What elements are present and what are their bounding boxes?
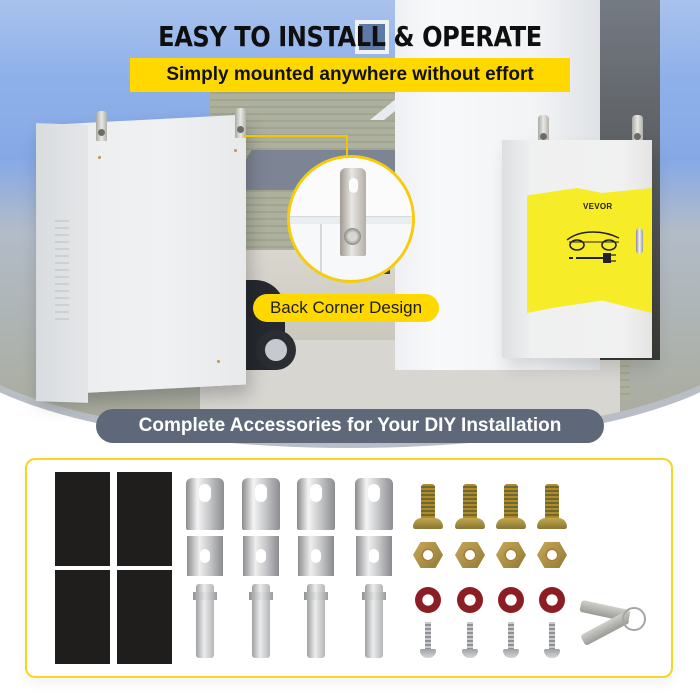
adhesive-pad <box>55 472 110 566</box>
mounting-bracket <box>235 108 246 138</box>
back-corner-label: Back Corner Design <box>253 294 439 322</box>
red-washer <box>498 587 524 613</box>
red-washer <box>539 587 565 613</box>
flange-bolt <box>537 484 567 530</box>
mounting-bracket <box>96 111 107 141</box>
mounting-hook-bracket <box>186 478 224 578</box>
adhesive-pad <box>117 570 172 664</box>
mounting-bracket <box>632 115 643 145</box>
self-tapping-screw <box>462 622 478 658</box>
adhesive-pad <box>117 472 172 566</box>
brand-logo: VEVOR <box>583 202 613 211</box>
red-washer <box>415 587 441 613</box>
car-wheel <box>256 330 296 370</box>
vent-slots <box>55 215 69 325</box>
house-window <box>355 20 389 54</box>
ev-car-charger-icon <box>566 231 620 263</box>
flange-bolt <box>413 484 443 530</box>
key-set <box>578 597 648 647</box>
screw-icon <box>344 228 361 245</box>
callout-connector <box>244 135 348 137</box>
expansion-anchor-bolt <box>362 584 386 658</box>
expansion-anchor-bolt <box>304 584 328 658</box>
expansion-anchor-bolt <box>193 584 217 658</box>
key-ring <box>622 607 646 631</box>
self-tapping-screw <box>503 622 519 658</box>
door-latch <box>636 228 643 254</box>
flange-bolt <box>455 484 485 530</box>
page-title: EASY TO INSTALL & OPERATE <box>158 20 542 53</box>
adhesive-pad <box>55 570 110 664</box>
mounting-bracket <box>538 115 549 145</box>
expansion-anchor-bolt <box>249 584 273 658</box>
mounting-hook-bracket <box>297 478 335 578</box>
mounting-hook-bracket <box>355 478 393 578</box>
self-tapping-screw <box>420 622 436 658</box>
flange-bolt <box>496 484 526 530</box>
red-washer <box>457 587 483 613</box>
page-subtitle: Simply mounted anywhere without effort <box>166 64 534 85</box>
back-corner-magnifier <box>287 155 415 283</box>
yellow-front-panel <box>527 188 652 313</box>
mounting-hook-bracket <box>242 478 280 578</box>
self-tapping-screw <box>544 622 560 658</box>
accessories-section-title: Complete Accessories for Your DIY Instal… <box>96 409 604 443</box>
subtitle-highlight <box>130 58 570 92</box>
